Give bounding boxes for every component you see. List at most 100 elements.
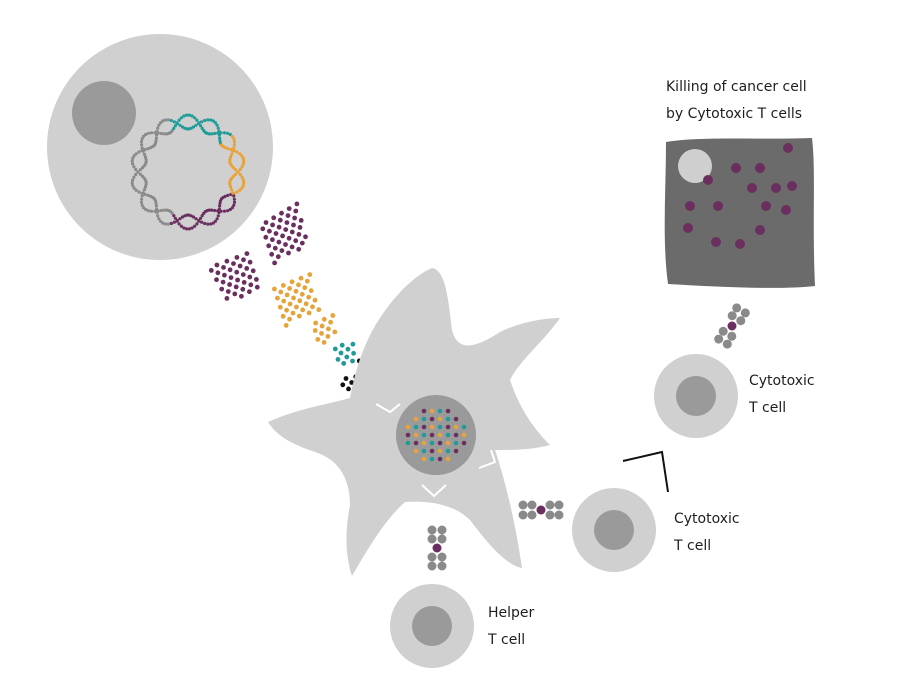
dna-dot bbox=[162, 132, 166, 136]
receptor-dot bbox=[545, 500, 555, 510]
antibody-dot bbox=[284, 292, 290, 298]
dna-dot bbox=[156, 126, 160, 130]
dna-dot bbox=[232, 140, 237, 144]
dna-dot bbox=[190, 226, 194, 230]
dna-dot bbox=[226, 131, 230, 135]
dna-dot bbox=[238, 172, 242, 177]
antibody-dot bbox=[232, 291, 238, 297]
dna-dot bbox=[141, 191, 145, 195]
antibody-dot bbox=[298, 218, 304, 223]
dna-dot bbox=[226, 209, 230, 213]
antigen-dot bbox=[453, 448, 459, 454]
antibody-dot bbox=[341, 361, 347, 366]
cytotoxic-upper-label-line2: T cell bbox=[749, 400, 787, 416]
granule-dot bbox=[755, 163, 765, 173]
receptor-dot bbox=[437, 534, 447, 544]
antibody-dot bbox=[247, 289, 252, 295]
dna-dot bbox=[232, 194, 236, 198]
dna-helix-ring bbox=[130, 113, 246, 231]
receptor-dot bbox=[427, 534, 437, 544]
cytotoxic-lower-label-line1: Cytotoxic bbox=[674, 511, 740, 527]
antigen-dot bbox=[437, 440, 443, 446]
dna-dot bbox=[240, 186, 244, 190]
dna-dot bbox=[235, 150, 239, 154]
cancer-cell bbox=[664, 138, 815, 288]
receptor-dot bbox=[518, 500, 528, 510]
antibody-dot bbox=[289, 279, 295, 285]
antibody-dot bbox=[321, 340, 327, 345]
dna-dot bbox=[139, 200, 144, 204]
antibody-dot bbox=[279, 248, 285, 254]
antigen-dot bbox=[429, 408, 435, 414]
dna-dot bbox=[213, 121, 217, 125]
helper-receptor-complex bbox=[427, 525, 447, 571]
dna-dot bbox=[142, 134, 146, 138]
dna-dot bbox=[134, 167, 138, 172]
antibody-dot bbox=[260, 226, 266, 232]
receptor-dot bbox=[527, 500, 537, 510]
antibody-dot bbox=[247, 259, 253, 265]
helper-label: Helper T cell bbox=[488, 600, 534, 654]
dna-dot bbox=[200, 220, 204, 224]
antibody-dot bbox=[267, 228, 272, 234]
antibody-dot bbox=[239, 293, 244, 299]
antigen-dot bbox=[453, 440, 459, 446]
dna-dot bbox=[230, 152, 234, 156]
source-cell-body bbox=[47, 34, 273, 260]
receptor-dot bbox=[554, 500, 564, 510]
cytotoxic-upper-receptor-complex bbox=[714, 303, 750, 349]
antibody-dot bbox=[307, 272, 313, 277]
dna-dot bbox=[131, 184, 135, 188]
dna-dot bbox=[146, 193, 150, 197]
antibody-dot bbox=[300, 307, 306, 313]
dna-dot bbox=[200, 120, 204, 124]
dna-dot bbox=[163, 222, 167, 226]
antibody-dot bbox=[277, 217, 283, 223]
antigen-dot bbox=[461, 432, 467, 438]
dna-dot bbox=[194, 217, 198, 221]
dna-dot bbox=[242, 159, 246, 163]
dna-dot bbox=[234, 168, 238, 172]
dna-dot bbox=[144, 132, 148, 137]
dna-dot bbox=[232, 203, 236, 207]
antibody-dot bbox=[296, 313, 302, 319]
antibody-dot bbox=[298, 275, 304, 281]
dna-dot bbox=[161, 119, 165, 123]
antigen-dot bbox=[413, 448, 419, 454]
antibody-dot bbox=[224, 258, 230, 264]
dna-dot bbox=[240, 165, 244, 169]
cytotoxic-granules bbox=[683, 143, 797, 249]
antibody-dot bbox=[283, 242, 288, 247]
antibody-dot bbox=[287, 301, 293, 307]
antigen-dot bbox=[421, 416, 427, 422]
antibody-dot bbox=[276, 224, 282, 230]
dna-dot bbox=[241, 162, 245, 166]
antibody-dot bbox=[338, 350, 344, 356]
antibody-dot bbox=[294, 201, 300, 207]
dna-dot bbox=[163, 118, 167, 122]
antibody-dot bbox=[241, 280, 247, 285]
receptor-dot bbox=[740, 308, 750, 318]
dna-dot bbox=[218, 201, 222, 205]
dna-dot bbox=[242, 181, 246, 185]
granule-dot bbox=[683, 223, 693, 233]
antibody-dot bbox=[244, 251, 250, 256]
dna-dot bbox=[139, 140, 144, 144]
antibody-dot bbox=[247, 274, 253, 280]
dna-dot bbox=[144, 207, 148, 212]
antibody-dot bbox=[344, 354, 350, 360]
granule-dot bbox=[755, 225, 765, 235]
dna-dot bbox=[232, 137, 236, 141]
dna-dot bbox=[166, 118, 170, 122]
dna-dot bbox=[222, 209, 227, 213]
dna-dot bbox=[216, 214, 220, 218]
antigen-dot bbox=[437, 416, 443, 422]
antigen-dot bbox=[421, 408, 427, 414]
dna-dot bbox=[130, 159, 134, 163]
dna-dot bbox=[143, 185, 147, 189]
antibody-dot bbox=[296, 282, 301, 288]
receptor-dot bbox=[714, 334, 724, 344]
helper-t-cell-nucleus bbox=[412, 606, 452, 646]
dna-dot bbox=[185, 227, 189, 231]
dna-dot bbox=[177, 118, 181, 122]
